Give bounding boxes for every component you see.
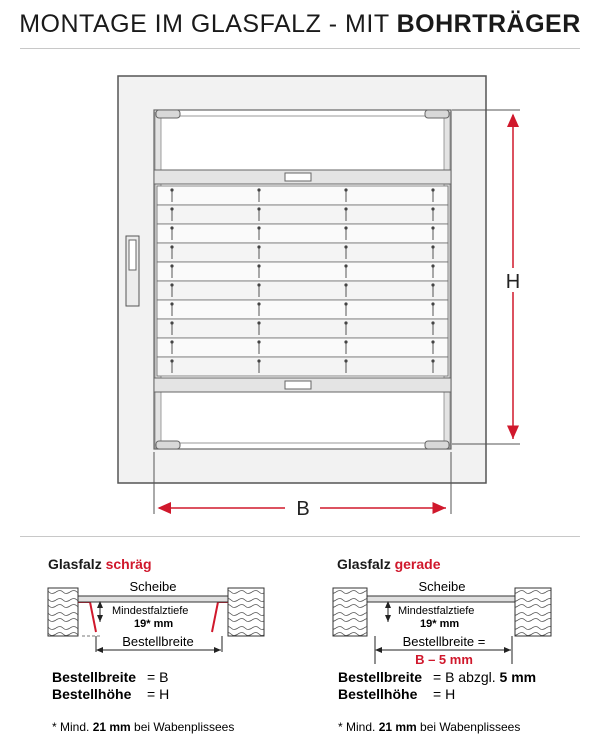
- pleat-cord-hole: [431, 245, 435, 249]
- pleat-cord-hole: [344, 302, 348, 306]
- detail-diagrams: Glasfalz schräg Scheibe Mindestfalztiefe…: [47, 556, 552, 734]
- pleat-cord-hole: [344, 188, 348, 192]
- pleat: [156, 185, 449, 206]
- left-depth-label: Mindestfalztiefe: [112, 605, 188, 617]
- pleat-cord-hole: [431, 207, 435, 211]
- pleat: [156, 242, 449, 263]
- right-depth-value: 19* mm: [420, 618, 459, 630]
- pleat-cord-hole: [257, 188, 261, 192]
- right-formula-height-label: Bestellhöhe: [338, 686, 418, 702]
- page-title: MONTAGE IM GLASFALZ - MIT BOHRTRÄGER: [0, 10, 600, 39]
- left-heading: Glasfalz schräg: [48, 556, 152, 572]
- pleat-cord-hole: [431, 302, 435, 306]
- pleat-cord-hole: [431, 188, 435, 192]
- pleat-cord-hole: [344, 283, 348, 287]
- pleat-cord-hole: [170, 340, 174, 344]
- left-pane-label: Scheibe: [130, 579, 177, 594]
- right-pane: [366, 595, 516, 603]
- left-formula-height-label: Bestellhöhe: [52, 686, 132, 702]
- bracket-top-left: [155, 109, 181, 119]
- pleat-cord-hole: [257, 226, 261, 230]
- pleat-cord-hole: [257, 359, 261, 363]
- title-bold: BOHRTRÄGER: [396, 10, 581, 38]
- pleat-cord-hole: [257, 283, 261, 287]
- pleat-cord-hole: [257, 340, 261, 344]
- left-formula-height-value: = H: [147, 686, 169, 702]
- pleat-cord-hole: [170, 207, 174, 211]
- window-handle-grip: [128, 239, 137, 271]
- pleat-cord-hole: [257, 302, 261, 306]
- right-wood-right: [514, 587, 552, 637]
- pleat-cord-hole: [431, 283, 435, 287]
- pleat-cord-hole: [257, 245, 261, 249]
- left-formula-width-label: Bestellbreite: [52, 669, 136, 685]
- pleat-cord-hole: [170, 359, 174, 363]
- right-formula-width-label: Bestellbreite: [338, 669, 422, 685]
- pleat-cord-hole: [170, 321, 174, 325]
- pleat: [156, 318, 449, 339]
- pleat-cord-hole: [344, 264, 348, 268]
- pleat-cord-hole: [344, 359, 348, 363]
- left-slant-right: [211, 601, 228, 633]
- pleat: [156, 280, 449, 301]
- pleat-cord-hole: [344, 207, 348, 211]
- pleat-cord-hole: [170, 302, 174, 306]
- width-label: B: [296, 498, 309, 520]
- left-wood-right: [227, 587, 265, 637]
- right-pane-label: Scheibe: [419, 579, 466, 594]
- bracket-bottom-left: [155, 440, 181, 450]
- left-wood-left: [47, 587, 79, 637]
- pleat-cord-hole: [170, 226, 174, 230]
- right-heading: Glasfalz gerade: [337, 556, 441, 572]
- left-slant-left: [78, 601, 97, 633]
- pleat-cord-hole: [344, 245, 348, 249]
- right-footnote: * Mind. 21 mm bei Wabenplissees: [338, 720, 520, 734]
- pleat-cord-hole: [431, 340, 435, 344]
- left-depth-value: 19* mm: [134, 618, 173, 630]
- right-order-value: B – 5 mm: [415, 652, 473, 667]
- bracket-top-right: [424, 109, 450, 119]
- left-pane: [77, 595, 229, 603]
- pleat-cord-hole: [344, 321, 348, 325]
- pleat-cord-hole: [257, 207, 261, 211]
- title-divider: [20, 48, 580, 49]
- right-order-label: Bestellbreite =: [403, 634, 486, 649]
- pleat: [156, 356, 449, 377]
- pleat: [156, 223, 449, 244]
- left-formula-width-value: = B: [147, 669, 168, 685]
- top-handle: [284, 172, 312, 182]
- section-divider: [20, 536, 580, 537]
- pleat: [156, 337, 449, 358]
- pleated-fabric: [156, 185, 449, 377]
- pleat-cord-hole: [170, 283, 174, 287]
- right-formula-height-value: = H: [433, 686, 455, 702]
- pleat-cord-hole: [431, 359, 435, 363]
- right-wood-left: [332, 587, 368, 637]
- pleat-cord-hole: [431, 321, 435, 325]
- bracket-bottom-right: [424, 440, 450, 450]
- pleat-cord-hole: [431, 264, 435, 268]
- window-diagram: H B: [117, 75, 520, 520]
- pleat-cord-hole: [344, 340, 348, 344]
- pleat-cord-hole: [257, 321, 261, 325]
- right-depth-label: Mindestfalztiefe: [398, 605, 474, 617]
- pleat-cord-hole: [344, 226, 348, 230]
- right-formula-width-value: = B abzgl. 5 mm: [433, 669, 536, 685]
- pleat-cord-hole: [431, 226, 435, 230]
- bottom-handle: [284, 380, 312, 390]
- pleat-cord-hole: [170, 264, 174, 268]
- pleat-cord-hole: [170, 245, 174, 249]
- left-footnote: * Mind. 21 mm bei Wabenplissees: [52, 720, 234, 734]
- pleat: [156, 204, 449, 225]
- pleat: [156, 261, 449, 282]
- left-order-label: Bestellbreite: [122, 634, 194, 649]
- pleat-cord-hole: [170, 188, 174, 192]
- pleat: [156, 299, 449, 320]
- height-label: H: [506, 271, 520, 293]
- title-main: MONTAGE IM GLASFALZ - MIT: [19, 10, 397, 38]
- pleat-cord-hole: [257, 264, 261, 268]
